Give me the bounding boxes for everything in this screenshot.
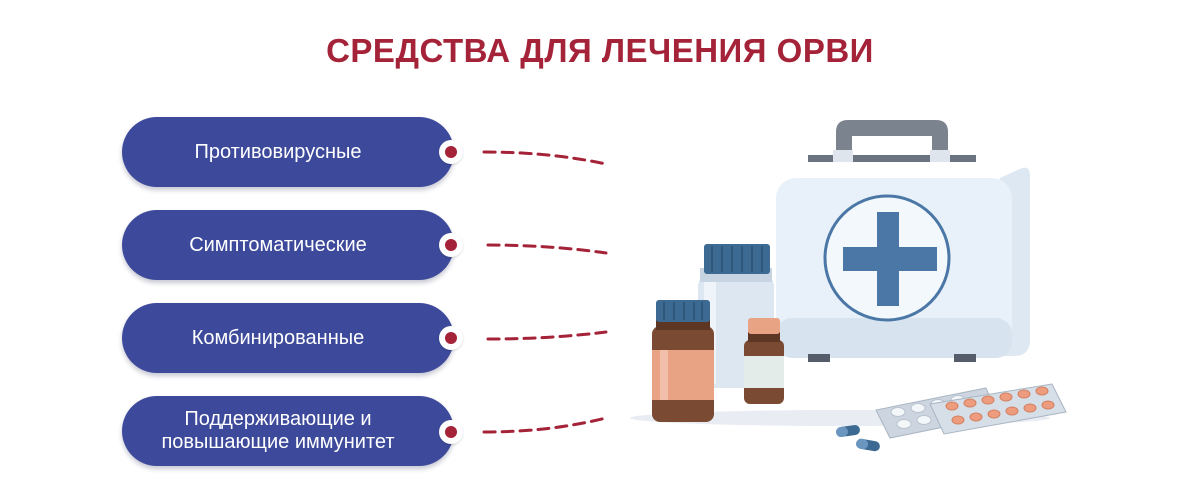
pill-bottle-icon <box>744 318 784 404</box>
connector-dot <box>439 420 463 444</box>
category-label: Поддерживающие и повышающие иммунитет <box>161 408 395 453</box>
category-label: Комбинированные <box>191 326 365 349</box>
first-aid-kit-icon <box>776 120 1030 362</box>
connector-dot <box>439 326 463 350</box>
connector-line <box>482 150 608 166</box>
connector-dot <box>439 140 463 164</box>
capsule-icon <box>836 425 860 437</box>
category-immune-support: Поддерживающие и повышающие иммунитет <box>122 396 454 466</box>
page-title: СРЕДСТВА ДЛЯ ЛЕЧЕНИЯ ОРВИ <box>326 32 874 69</box>
category-antiviral: Противовирусные <box>122 117 454 187</box>
dashed-connectors <box>482 150 608 434</box>
capsule-icon <box>856 438 880 452</box>
pill-bottle-icon <box>652 300 714 422</box>
category-label: Симптоматические <box>189 233 367 256</box>
connector-line <box>486 330 608 341</box>
category-symptomatic: Симптоматические <box>122 210 454 280</box>
category-label: Противовирусные <box>194 140 362 163</box>
category-combined: Комбинированные <box>122 303 454 373</box>
connector-line <box>482 416 608 434</box>
blister-pack-icon <box>929 383 1067 435</box>
connector-line <box>486 243 608 255</box>
connector-dot <box>439 233 463 257</box>
